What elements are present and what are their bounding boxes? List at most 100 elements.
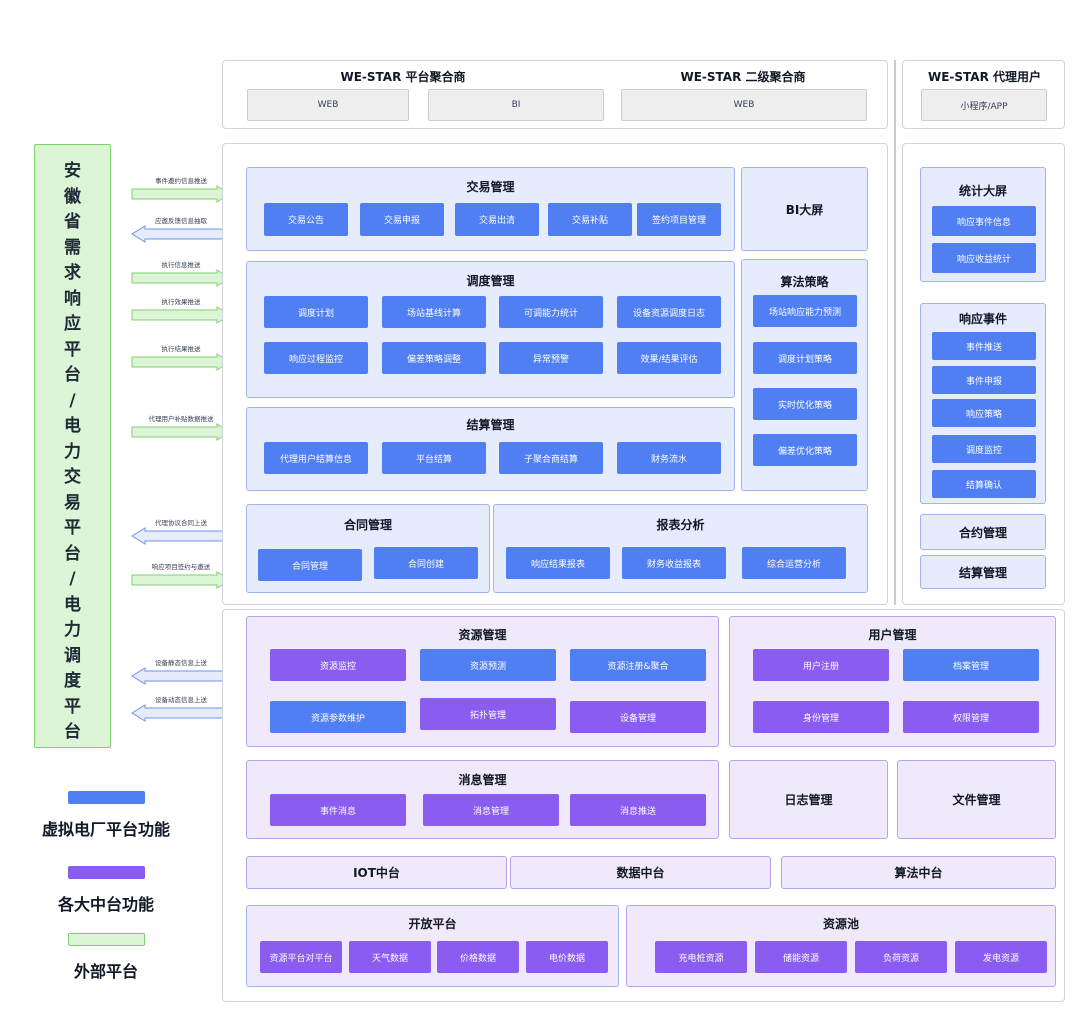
resource-param-button[interactable]: 资源参数维护 — [270, 701, 406, 733]
open-platform-title: 开放平台 — [408, 917, 457, 931]
electricity-price-button[interactable]: 电价数据 — [526, 941, 608, 973]
response-event-info-button[interactable]: 响应事件信息 — [932, 206, 1036, 236]
aggregator-title: WE-STAR 平台聚合商 — [340, 70, 466, 84]
legend-external-swatch — [68, 933, 145, 946]
response-report-button[interactable]: 响应结果报表 — [506, 547, 610, 579]
message-push-button[interactable]: 消息推送 — [570, 794, 706, 826]
event-declare-button[interactable]: 事件申报 — [932, 366, 1036, 394]
platform-settlement-button[interactable]: 平台结算 — [382, 442, 486, 474]
dispatch-monitor-button[interactable]: 调度监控 — [932, 435, 1036, 463]
station-baseline-button[interactable]: 场站基线计算 — [382, 296, 486, 328]
topology-button[interactable]: 拓扑管理 — [420, 698, 556, 730]
dispatch-panel: 调度管理 调度计划 场站基线计算 可调能力统计 设备资源调度日志 响应过程监控 … — [246, 261, 735, 398]
contract-manage-button[interactable]: 合同管理 — [258, 549, 362, 581]
user-register-button[interactable]: 用户注册 — [753, 649, 889, 681]
settlement-panel: 结算管理 代理用户结算信息 平台结算 子聚合商结算 财务流水 — [246, 407, 735, 491]
event-message-button[interactable]: 事件消息 — [270, 794, 406, 826]
device-mgmt-button[interactable]: 设备管理 — [570, 701, 706, 733]
response-strategy-button[interactable]: 响应策略 — [932, 399, 1036, 427]
finance-report-button[interactable]: 财务收益报表 — [622, 547, 726, 579]
log-mgmt-panel[interactable]: 日志管理 — [729, 760, 888, 839]
station-capacity-forecast-button[interactable]: 场站响应能力预测 — [753, 295, 857, 327]
arrow-label: 执行效果推送 — [161, 298, 201, 306]
contract-create-button[interactable]: 合同创建 — [374, 547, 478, 579]
settlement-confirm-button[interactable]: 结算确认 — [932, 470, 1036, 498]
response-monitor-button[interactable]: 响应过程监控 — [264, 342, 368, 374]
price-data-button[interactable]: 价格数据 — [437, 941, 519, 973]
message-manage-button[interactable]: 消息管理 — [423, 794, 559, 826]
algorithm-platform-panel[interactable]: 算法中台 — [781, 856, 1056, 889]
external-platform-char: 台 — [64, 722, 81, 742]
legend-middle-label: 各大中台功能 — [57, 895, 154, 914]
secondary-web-button[interactable]: WEB — [621, 89, 867, 121]
response-event-panel: 响应事件 事件推送 事件申报 响应策略 调度监控 结算确认 — [920, 303, 1046, 504]
weather-data-button[interactable]: 天气数据 — [349, 941, 431, 973]
realtime-optimize-button[interactable]: 实时优化策略 — [753, 388, 857, 420]
resource-monitor-button[interactable]: 资源监控 — [270, 649, 406, 681]
arrow-label: 设备动态信息上送 — [155, 696, 207, 704]
dispatch-plan-button[interactable]: 调度计划 — [264, 296, 368, 328]
arrow-right-icon — [131, 306, 231, 324]
external-platform-label: 安徽省需求响应平台/电力交易平台/电力调度平台 — [35, 159, 110, 746]
generation-resource-button[interactable]: 发电资源 — [955, 941, 1047, 973]
archive-mgmt-button[interactable]: 档案管理 — [903, 649, 1039, 681]
trade-clearing-button[interactable]: 交易出清 — [455, 203, 539, 236]
signed-project-button[interactable]: 签约项目管理 — [637, 203, 721, 236]
load-resource-button[interactable]: 负荷资源 — [855, 941, 947, 973]
message-mgmt-title: 消息管理 — [458, 773, 507, 787]
permission-mgmt-button[interactable]: 权限管理 — [903, 701, 1039, 733]
operation-analysis-button[interactable]: 综合运营分析 — [742, 547, 846, 579]
event-push-button[interactable]: 事件推送 — [932, 332, 1036, 360]
aggregator-bi-button[interactable]: BI — [428, 89, 604, 121]
identity-mgmt-button[interactable]: 身份管理 — [753, 701, 889, 733]
storage-resource-button[interactable]: 储能资源 — [755, 941, 847, 973]
legend-middle-swatch — [68, 866, 145, 879]
data-platform-panel[interactable]: 数据中台 — [510, 856, 771, 889]
iot-platform-panel[interactable]: IOT中台 — [246, 856, 507, 889]
agent-settlement-info-button[interactable]: 代理用户结算信息 — [264, 442, 368, 474]
resource-forecast-button[interactable]: 资源预测 — [420, 649, 556, 681]
arrow-label: 设备静态信息上送 — [155, 659, 207, 667]
resource-pool-title: 资源池 — [822, 917, 859, 931]
external-platform-char: / — [69, 569, 76, 589]
resource-register-button[interactable]: 资源注册&聚合 — [570, 649, 706, 681]
external-platform-char: 省 — [64, 212, 81, 232]
trade-declaration-button[interactable]: 交易申报 — [360, 203, 444, 236]
deviation-optimize-button[interactable]: 偏差优化策略 — [753, 434, 857, 466]
anomaly-warning-button[interactable]: 异常预警 — [499, 342, 603, 374]
trade-subsidy-button[interactable]: 交易补贴 — [548, 203, 632, 236]
arrow-right-icon — [131, 423, 231, 441]
dispatch-plan-strategy-button[interactable]: 调度计划策略 — [753, 342, 857, 374]
external-platform-char: 需 — [64, 237, 81, 258]
arrow-label: 应邀反馈信息抽取 — [155, 217, 207, 225]
adjustable-capacity-button[interactable]: 可调能力统计 — [499, 296, 603, 328]
sub-aggregator-settlement-button[interactable]: 子聚合商结算 — [499, 442, 603, 474]
agent-settlement-title: 结算管理 — [958, 565, 1007, 580]
bi-screen-panel[interactable]: BI大屏 — [741, 167, 868, 251]
arrow-label: 执行结果推送 — [161, 345, 201, 353]
response-revenue-button[interactable]: 响应收益统计 — [932, 243, 1036, 273]
file-mgmt-panel[interactable]: 文件管理 — [897, 760, 1056, 839]
agent-app-button[interactable]: 小程序/APP — [921, 89, 1047, 121]
aggregator-web-button[interactable]: WEB — [247, 89, 409, 121]
legend-vpp-label: 虚拟电厂平台功能 — [41, 820, 170, 839]
algorithm-platform-title: 算法中台 — [894, 866, 943, 880]
dispatch-log-button[interactable]: 设备资源调度日志 — [617, 296, 721, 328]
message-mgmt-panel: 消息管理 事件消息 消息管理 消息推送 — [246, 760, 719, 839]
user-mgmt-panel: 用户管理 用户注册 档案管理 身份管理 权限管理 — [729, 616, 1056, 747]
finance-flow-button[interactable]: 财务流水 — [617, 442, 721, 474]
agreement-panel[interactable]: 合约管理 — [920, 514, 1046, 550]
external-platform-char: 电 — [64, 594, 81, 615]
charging-resource-button[interactable]: 充电桩资源 — [655, 941, 747, 973]
deviation-adjust-button[interactable]: 偏差策略调整 — [382, 342, 486, 374]
iot-platform-title: IOT中台 — [353, 866, 400, 880]
external-platform-char: 交 — [64, 467, 81, 487]
trade-announcement-button[interactable]: 交易公告 — [264, 203, 348, 236]
external-platform-box: 安徽省需求响应平台/电力交易平台/电力调度平台 — [34, 144, 111, 748]
report-panel: 报表分析 响应结果报表 财务收益报表 综合运营分析 — [493, 504, 868, 593]
effect-evaluation-button[interactable]: 效果/结果评估 — [617, 342, 721, 374]
resource-platform-button[interactable]: 资源平台对平台 — [260, 941, 342, 973]
log-mgmt-title: 日志管理 — [784, 793, 833, 807]
agent-settlement-panel[interactable]: 结算管理 — [920, 555, 1046, 589]
legend-vpp-swatch — [68, 791, 145, 804]
